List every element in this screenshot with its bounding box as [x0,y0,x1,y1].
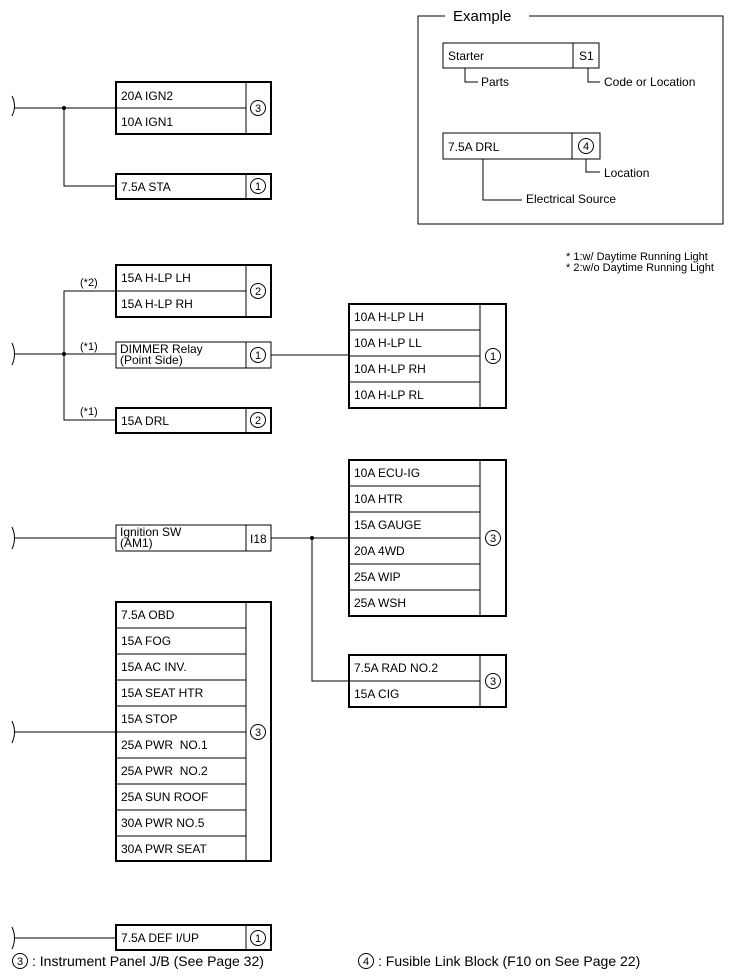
example-source-box [442,132,601,160]
group-ignition-switch: Ignition SW (AM1) I18 10A ECU-IG 10A HTR… [11,459,507,708]
example-source-caption: Electrical Source [526,192,616,206]
ignition-switch-label: Ignition SW [120,525,182,539]
fuse-label: 30A PWR SEAT [121,842,207,856]
example-parts-caption: Parts [481,75,509,89]
note-drl-1: * 1:w/ Daytime Running Light [566,251,708,263]
example-code-caption: Code or Location [604,75,695,89]
option-tag: (*1) [80,406,98,418]
fuse-label: 15A DRL [121,414,169,428]
fuse-label: 7.5A STA [121,180,171,194]
location-circle [250,930,266,946]
example-part-code: S1 [579,49,594,63]
dimmer-relay-sublabel: (Point Side) [120,353,183,367]
option-tag: (*1) [80,341,98,353]
location-number: 2 [255,286,261,298]
fuse-label: 10A H-LP LH [354,310,424,324]
group-def: 7.5A DEF I/UP 1 [11,924,272,951]
ignition-switch-sublabel: (AM1) [120,536,153,550]
location-number: 1 [255,350,261,362]
fuse-label: 15A FOG [121,634,171,648]
example-location-circle [578,138,594,154]
fuse-label: 30A PWR NO.5 [121,816,205,830]
fuse-label: 15A SEAT HTR [121,686,204,700]
location-number: 4 [363,956,369,968]
location-number: 1 [490,351,496,363]
fuse-box-drl [115,407,272,434]
fuse-box-sta [115,173,272,200]
footer-left-text: : Instrument Panel J/B (See Page 32) [32,953,264,969]
location-circle [250,724,266,740]
fuse-label: 10A IGN1 [121,115,173,129]
location-circle [250,347,266,363]
fuse-label: 10A H-LP LL [354,336,422,350]
fuse-label: 25A PWR NO.1 [121,738,208,752]
example-source-label: 7.5A DRL [448,140,500,154]
example-legend: Example Starter S1 Parts Code or Locatio… [417,8,724,225]
fuse-label: 10A HTR [354,492,403,506]
location-number: 3 [255,727,261,739]
fuse-label: 25A SUN ROOF [121,790,208,804]
fuse-label: 15A AC INV. [121,660,187,674]
fuse-box-def [115,924,272,951]
option-tag: (*2) [80,277,98,289]
fuse-label: 15A H-LP RH [121,297,193,311]
fuse-label: 7.5A DEF I/UP [121,931,199,945]
fuse-label: 7.5A OBD [121,608,175,622]
footer-legend: 3 : Instrument Panel J/B (See Page 32) 4… [12,953,640,969]
fuse-label: 25A WSH [354,596,406,610]
example-location-number: 4 [583,141,589,153]
location-number: 3 [490,676,496,688]
location-circle [250,100,266,116]
location-circle [485,348,501,364]
fuse-label: 15A H-LP LH [121,271,191,285]
location-circle [485,530,501,546]
fuse-label: 10A ECU-IG [354,466,420,480]
group-obd: 7.5A OBD 15A FOG 15A AC INV. 15A SEAT HT… [11,601,272,862]
example-title: Example [453,8,511,25]
fuse-label: 15A GAUGE [354,518,421,532]
footer-right-text: : Fusible Link Block (F10 on See Page 22… [378,953,640,969]
fuse-label: 15A CIG [354,687,399,701]
location-circle [358,953,374,969]
location-circle [250,412,266,428]
dimmer-relay-box [115,341,272,369]
dimmer-relay-label: DIMMER Relay [120,342,203,356]
ignition-switch-code: I18 [250,532,267,546]
fuse-label: 20A 4WD [354,544,405,558]
location-circle [250,178,266,194]
location-circle [250,283,266,299]
location-number: 3 [255,103,261,115]
location-number: 3 [17,956,23,968]
location-circle [12,953,28,969]
example-part-label: Starter [448,49,484,63]
location-number: 3 [490,533,496,545]
fuse-label: 15A STOP [121,712,177,726]
location-circle [485,673,501,689]
fuse-label: 25A PWR NO.2 [121,764,208,778]
note-drl-2: * 2:w/o Daytime Running Light [566,262,714,274]
location-number: 1 [255,933,261,945]
fuse-label: 25A WIP [354,570,401,584]
ignition-switch-box [115,524,272,552]
group-headlight: (*2) (*1) (*1) 15A H-LP LH 15A H-LP RH 2… [11,264,507,434]
fuse-label: 10A H-LP RH [354,362,426,376]
fuse-label: 20A IGN2 [121,89,173,103]
location-number: 2 [255,415,261,427]
fuse-label: 7.5A RAD NO.2 [354,661,438,675]
location-number: 1 [255,181,261,193]
fuse-label: 10A H-LP RL [354,388,424,402]
group-ign: 20A IGN2 10A IGN1 3 7.5A STA 1 [11,81,272,200]
example-location-caption: Location [604,166,649,180]
